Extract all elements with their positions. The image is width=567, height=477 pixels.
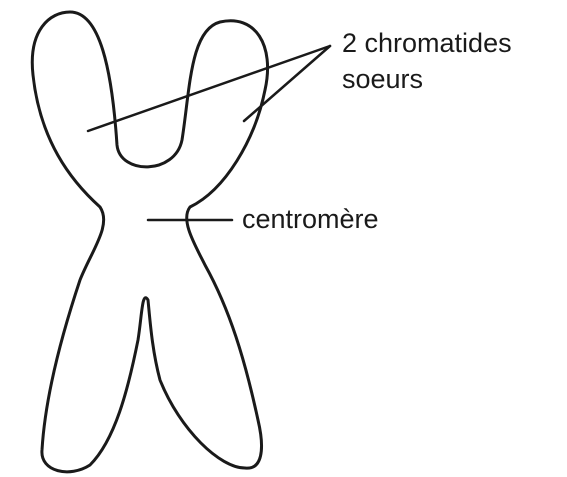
- sister-chromatids-label-line2: soeurs: [342, 64, 423, 94]
- sister-chromatids-label-line1: 2 chromatides: [342, 28, 512, 58]
- centromere-label: centromère: [242, 204, 379, 234]
